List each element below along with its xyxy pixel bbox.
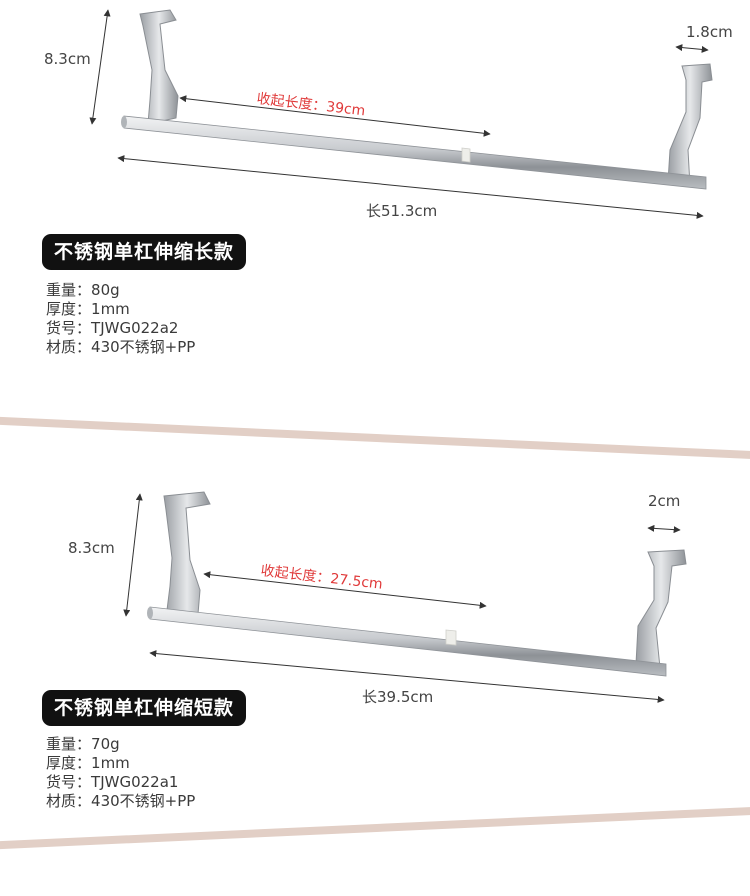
spec-row-thickness: 厚度1mm	[46, 754, 195, 773]
spec-row-weight: 重量70g	[46, 735, 195, 754]
width-dimension-line	[647, 524, 681, 534]
product-title-badge: 不锈钢单杠伸缩长款	[42, 234, 247, 270]
spec-list: 重量70g 厚度1mm 货号TJWG022a1 材质430不锈钢+PP	[46, 735, 195, 811]
left-hook	[139, 9, 179, 125]
width-label: 1.8cm	[686, 23, 733, 41]
towel-bar-short-illustration	[123, 491, 687, 703]
spec-row-material: 材质430不锈钢+PP	[46, 792, 195, 811]
spec-row-material: 材质430不锈钢+PP	[46, 338, 195, 357]
product-title-badge: 不锈钢单杠伸缩短款	[42, 690, 247, 726]
width-dimension-line	[675, 44, 709, 53]
retracted-dimension-line	[203, 571, 487, 609]
length-dimension-line	[117, 155, 704, 219]
spec-row-thickness: 厚度1mm	[46, 300, 195, 319]
right-hook	[635, 549, 687, 669]
width-label: 2cm	[648, 492, 681, 510]
bar	[149, 606, 667, 677]
product-panel-short: 8.3cm 2cm 收起长度：27.5cm 长39.5cm 不锈钢单杠伸缩短款 …	[0, 450, 750, 890]
spec-row-sku: 货号TJWG022a2	[46, 319, 195, 338]
length-dimension-line	[149, 650, 665, 703]
product-panel-long: 8.3cm 1.8cm 收起长度：39cm 长51.3cm 不锈钢单杠伸缩长款 …	[0, 0, 750, 410]
telescopic-sleeve	[445, 629, 457, 646]
height-label: 8.3cm	[68, 539, 115, 557]
retracted-dimension-line	[179, 95, 491, 137]
total-length-label: 长39.5cm	[362, 688, 434, 706]
height-dimension-line	[89, 9, 111, 125]
right-hook	[667, 63, 713, 187]
left-hook	[163, 491, 211, 619]
towel-bar-long-illustration	[89, 9, 713, 219]
spec-row-weight: 重量80g	[46, 281, 195, 300]
spec-row-sku: 货号TJWG022a1	[46, 773, 195, 792]
bar	[123, 115, 707, 190]
spec-list: 重量80g 厚度1mm 货号TJWG022a2 材质430不锈钢+PP	[46, 281, 195, 357]
total-length-label: 长51.3cm	[366, 202, 438, 220]
telescopic-sleeve	[461, 147, 471, 163]
height-dimension-line	[123, 493, 143, 617]
height-label: 8.3cm	[44, 50, 91, 68]
